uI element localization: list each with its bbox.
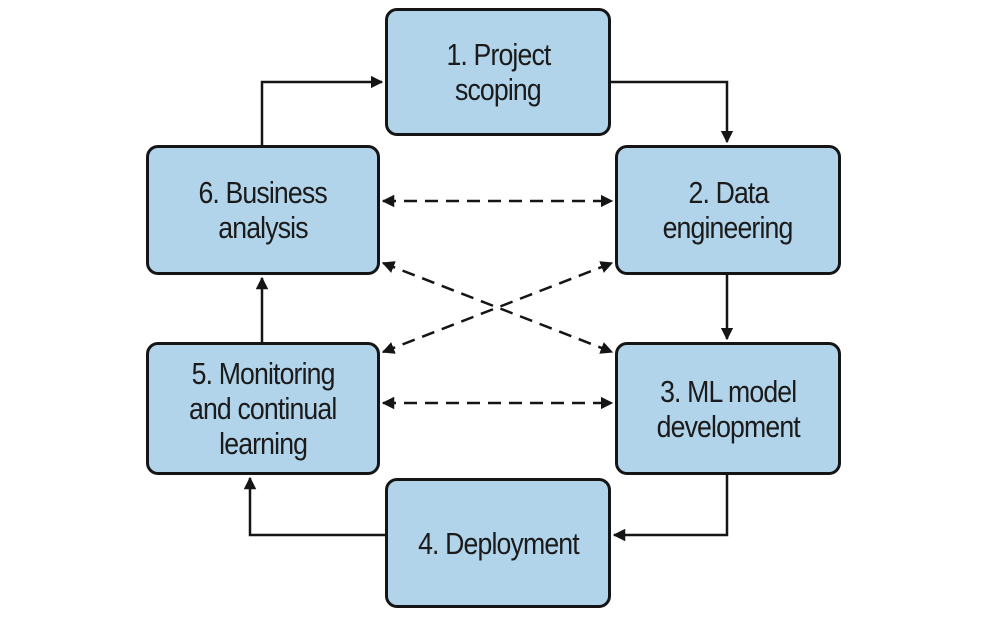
flow-arrow-3-to-4 xyxy=(612,475,729,542)
stage-business-analysis: 6. Business analysis xyxy=(146,145,380,275)
stage-project-scoping: 1. Project scoping xyxy=(385,8,611,136)
stage-deployment: 4. Deployment xyxy=(385,478,611,608)
stage-label-line: 3. ML model xyxy=(659,373,797,409)
stage-label-line: analysis xyxy=(218,210,308,245)
stage-label-line: 1. Project xyxy=(445,37,551,72)
stage-label-line: scoping xyxy=(455,72,542,107)
stage-label-line: development xyxy=(656,408,800,444)
stage-label-line: engineering xyxy=(663,210,794,245)
stage-label-line: learning xyxy=(219,426,308,461)
stage-ml-model-development: 3. ML model development xyxy=(615,342,841,475)
feedback-arrow-5-2 xyxy=(381,261,614,354)
stage-label-line: 5. Monitoring xyxy=(191,356,336,391)
flow-arrow-6-to-1 xyxy=(260,75,384,145)
stage-monitoring-continual-learning: 5. Monitoring and continual learning xyxy=(146,342,380,475)
feedback-arrow-6-3 xyxy=(381,261,614,354)
flow-arrow-4-to-5 xyxy=(243,476,385,537)
stage-label-line: and continual xyxy=(189,391,337,426)
flow-arrow-1-to-2 xyxy=(611,80,734,144)
stage-label-line: 4. Deployment xyxy=(417,525,580,561)
stage-label-line: 2. Data xyxy=(688,175,769,210)
stage-data-engineering: 2. Data engineering xyxy=(615,145,841,275)
stage-label-line: 6. Business xyxy=(198,175,328,210)
